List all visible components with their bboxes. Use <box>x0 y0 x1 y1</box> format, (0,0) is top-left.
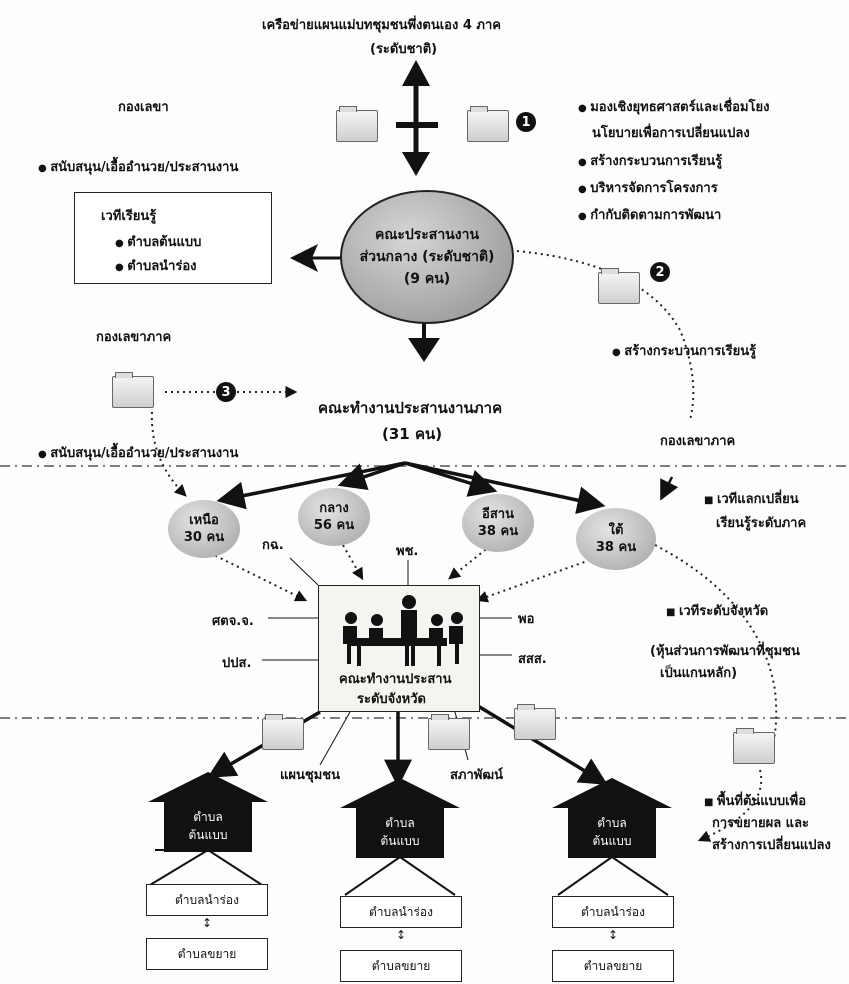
province-committee-box: คณะทำงานประสาน ระดับจังหวัด <box>318 585 480 712</box>
region-count: 56 คน <box>313 518 355 533</box>
model-tambon-line2: ต้นแบบ <box>592 834 632 848</box>
forum-item: ตำบลต้นแบบ <box>115 231 201 252</box>
agency-ppos: ปปส. <box>222 656 252 671</box>
marker-1: 1 <box>516 112 536 132</box>
forum-item: ตำบลนำร่อง <box>115 255 196 276</box>
province-partnership-line2: เป็นแกนหลัก) <box>660 666 738 681</box>
expansion-tambon-box: ตำบลขยาย <box>340 950 462 982</box>
regional-secretariat-left: กองเลขาภาค <box>96 330 172 345</box>
model-tambon-line1: ตำบล <box>193 810 223 824</box>
region-count: 38 คน <box>477 524 519 539</box>
model-tambon-line1: ตำบล <box>385 816 415 830</box>
folder-icon <box>598 268 640 304</box>
network-title: เครือข่ายแผนแม่บทชุมชนพึ่งตนเอง 4 ภาค <box>262 18 501 33</box>
region-count: 30 คน <box>183 530 225 545</box>
arrow-down-icon <box>408 338 440 362</box>
folder-icon <box>428 714 470 750</box>
updown-arrow-icon: ↕ <box>608 928 619 942</box>
regional-forum-line2: เรียนรู้ระดับภาค <box>716 516 807 531</box>
folder-icon <box>262 714 304 750</box>
model-tambon-house: ตำบล ต้นแบบ <box>552 778 672 858</box>
folder-icon <box>112 372 154 408</box>
pilot-tambon-box: ตำบลนำร่อง <box>146 884 268 916</box>
council: สภาพัฒน์ <box>450 768 504 783</box>
expansion-tambon-box: ตำบลขยาย <box>552 950 674 982</box>
regional-secretariat-right: กองเลขาภาค <box>660 434 736 449</box>
region-south: ใต้ 38 คน <box>576 508 656 570</box>
marker-2: 2 <box>650 262 670 282</box>
marker-3: 3 <box>216 382 236 402</box>
central-committee-line2: ส่วนกลาง (ระดับชาติ) <box>359 249 495 265</box>
support-text: สนับสนุน/เอื้ออำนวย/ประสานงาน <box>38 156 238 177</box>
region-name: ใต้ <box>608 523 624 538</box>
network-level: (ระดับชาติ) <box>370 42 438 57</box>
model-tambon-house: ตำบล ต้นแบบ <box>340 778 460 858</box>
updown-arrow-icon: ↕ <box>396 928 407 942</box>
province-forum: เวทีระดับจังหวัด <box>666 600 768 621</box>
forum-box: เวทีเรียนรู้ ตำบลต้นแบบ ตำบลนำร่อง <box>74 192 272 284</box>
forum-title: เวทีเรียนรู้ <box>101 209 157 224</box>
agency-por: พอ <box>518 612 535 627</box>
province-committee-line1: คณะทำงานประสาน <box>339 672 452 687</box>
pilot-area-line2: การขยายผล และ <box>712 816 810 831</box>
pilot-area-line3: สร้างการเปลี่ยนแปลง <box>712 838 831 853</box>
bullet-item: กำกับติดตามการพัฒนา <box>578 204 721 225</box>
agency-kch: กฉ. <box>262 538 284 553</box>
pilot-tambon-box: ตำบลนำร่อง <box>340 896 462 928</box>
arrow-down-icon <box>402 152 430 176</box>
bullet-item: นโยบายเพื่อการเปลี่ยนแปลง <box>592 126 750 141</box>
expansion-tambon-box: ตำบลขยาย <box>146 938 268 970</box>
community-plan: แผนชุมชน <box>280 768 340 783</box>
pilot-area-line1: พื้นที่ต้นแบบเพื่อ <box>704 790 806 811</box>
bullet-item: สร้างกระบวนการเรียนรู้ <box>578 150 722 171</box>
model-tambon-line2: ต้นแบบ <box>188 828 228 842</box>
dotted-connector <box>504 249 695 421</box>
model-tambon-line2: ต้นแบบ <box>380 834 420 848</box>
meeting-people-icon <box>343 595 463 666</box>
region-northeast: อีสาน 38 คน <box>462 494 534 552</box>
right-mid-bullet: สร้างกระบวนการเรียนรู้ <box>612 340 756 361</box>
model-tambon-line1: ตำบล <box>597 816 627 830</box>
central-committee-line3: (9 คน) <box>403 271 451 287</box>
folder-icon <box>514 704 556 740</box>
bullet-item: มองเชิงยุทธศาสตร์และเชื่อมโยง <box>578 96 769 117</box>
regional-committee-line2: (31 คน) <box>382 425 443 443</box>
province-committee-line2: ระดับจังหวัด <box>357 692 426 707</box>
region-north: เหนือ 30 คน <box>168 500 240 558</box>
central-committee: คณะประสานงาน ส่วนกลาง (ระดับชาติ) (9 คน) <box>340 190 514 324</box>
regional-committee-line1: คณะทำงานประสานงานภาค <box>318 399 503 417</box>
agency-sss: สสส. <box>518 652 547 667</box>
agency-pch: พช. <box>396 544 419 559</box>
region-name: อีสาน <box>482 507 514 522</box>
agency-sdj: ศตจ.จ. <box>212 614 254 629</box>
regional-support-text: สนับสนุน/เอื้ออำนวย/ประสานงาน <box>38 442 238 463</box>
arrow-left-icon <box>290 244 318 272</box>
pilot-tambon-box: ตำบลนำร่อง <box>552 896 674 928</box>
province-partnership-line1: (หุ้นส่วนการพัฒนาที่ชุมชน <box>650 644 800 659</box>
folder-icon <box>733 728 775 764</box>
region-name: เหนือ <box>189 513 219 528</box>
arrow-up-icon <box>402 60 430 86</box>
bullet-item: บริหารจัดการโครงการ <box>578 177 717 198</box>
folder-icon <box>336 106 378 142</box>
regional-forum-line1: เวทีแลกเปลี่ยน <box>704 488 799 509</box>
model-tambon-house: ตำบล ต้นแบบ <box>148 772 268 852</box>
region-central: กลาง 56 คน <box>298 488 370 546</box>
central-committee-line1: คณะประสานงาน <box>374 227 480 243</box>
region-name: กลาง <box>319 501 349 516</box>
folder-icon <box>467 106 509 142</box>
updown-arrow-icon: ↕ <box>202 916 213 930</box>
region-count: 38 คน <box>595 540 637 555</box>
secretariat-label: กองเลขา <box>118 100 169 115</box>
